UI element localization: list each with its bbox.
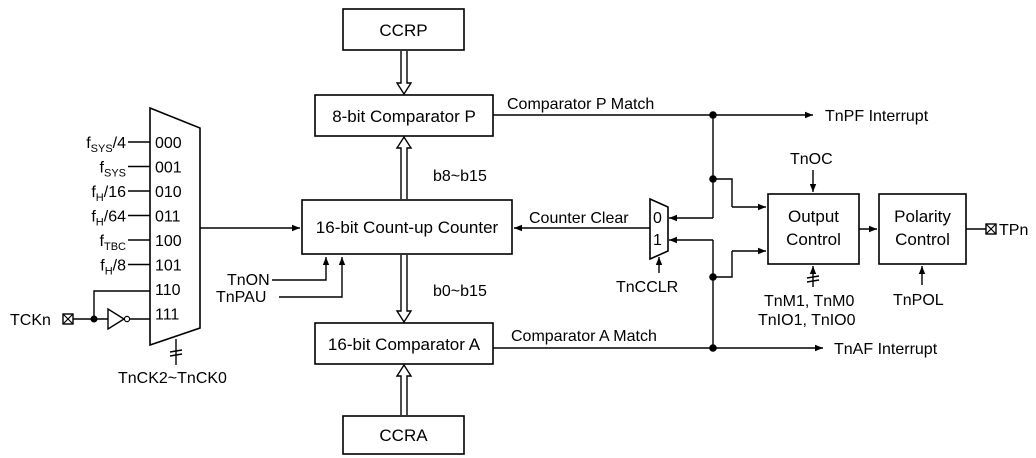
ccrp-block: CCRP xyxy=(342,8,465,51)
inverter-icon xyxy=(107,307,131,331)
mux-input-label-000: fSYS/4 xyxy=(86,135,126,155)
bus-ccrp-to-comparator-p xyxy=(395,51,413,96)
match-distribution-wires xyxy=(669,115,766,348)
tnm-label: TnM1, TnM0 xyxy=(764,293,855,310)
mux-code-000: 000 xyxy=(155,135,182,152)
ccra-block: CCRA xyxy=(342,415,465,455)
comparator-p-block: 8-bit Comparator P xyxy=(314,94,494,137)
polarity-control-block: Polarity Control xyxy=(878,193,967,265)
output-control-label-1: Output xyxy=(788,207,839,226)
tnoc-label: TnOC xyxy=(790,151,833,168)
tnccl-label: TnCCLR xyxy=(616,279,678,296)
counter-block: 16-bit Count-up Counter xyxy=(301,199,513,255)
mux-code-100: 100 xyxy=(155,233,182,250)
polarity-control-label-1: Polarity xyxy=(894,207,951,226)
junction-dot-a2 xyxy=(709,273,717,281)
clear-mux-input-0: 0 xyxy=(653,210,662,227)
output-control-label-2: Control xyxy=(786,230,841,249)
comparator-a-block: 16-bit Comparator A xyxy=(314,322,494,365)
junction-dot-p2 xyxy=(709,175,717,183)
comparator-p-label: 8-bit Comparator P xyxy=(332,107,476,126)
clock-mux-inputs: fSYS/4 000 fSYS 001 fH/16 010 fH/64 011 fTBC 100 f… xyxy=(86,135,182,324)
tnio-label: TnIO1, TnIO0 xyxy=(758,312,856,329)
tnm-select-line xyxy=(806,266,820,287)
mux-code-001: 001 xyxy=(155,160,182,177)
mux-code-010: 010 xyxy=(155,184,182,201)
tpn-pin-icon xyxy=(985,223,997,235)
bus-counter-to-comparator-p xyxy=(395,135,413,199)
ccra-label: CCRA xyxy=(379,426,428,445)
mux-input-label-101: fH/8 xyxy=(100,258,126,278)
mux-code-011: 011 xyxy=(155,209,181,226)
mux-input-label-011: fH/64 xyxy=(91,209,126,229)
bus-counter-to-comparator-a xyxy=(395,255,413,324)
mux-input-label-100: fTBC xyxy=(100,233,127,253)
tnpau-label: TnPAU xyxy=(216,289,266,306)
tckn-label: TCKn xyxy=(10,312,51,329)
tnon-arrow xyxy=(272,257,330,281)
junction-dot-a xyxy=(709,344,717,352)
mux-input-label-010: fH/16 xyxy=(91,184,126,204)
tnpf-interrupt-label: TnPF Interrupt xyxy=(825,108,929,125)
clock-source-mux xyxy=(149,106,201,347)
ccrp-label: CCRP xyxy=(379,21,427,40)
clock-select-label: TnCK2~TnCK0 xyxy=(118,370,227,387)
comparator-a-label: 16-bit Comparator A xyxy=(328,335,481,354)
counter-clear-label: Counter Clear xyxy=(529,210,629,227)
comp-a-match-label: Comparator A Match xyxy=(511,328,657,345)
counter-clear-mux xyxy=(649,197,669,261)
clear-mux-input-1: 1 xyxy=(653,232,662,249)
tpn-label: TPn xyxy=(999,222,1028,239)
tckn-pin-icon xyxy=(62,313,74,325)
mux-code-111: 111 xyxy=(155,307,179,324)
bus-label-b8-b15: b8~b15 xyxy=(433,168,487,185)
bus-label-b0-b15: b0~b15 xyxy=(433,283,487,300)
junction-dot-p xyxy=(709,111,717,119)
tnpau-arrow xyxy=(279,257,346,298)
comp-p-match-label: Comparator P Match xyxy=(507,96,654,113)
mux-code-101: 101 xyxy=(155,258,182,275)
polarity-control-label-2: Control xyxy=(895,230,950,249)
tnpol-label: TnPOL xyxy=(893,292,944,309)
mux-input-label-001: fSYS xyxy=(100,160,126,180)
bus-ccra-to-comparator-a xyxy=(395,363,413,415)
clock-select-line xyxy=(169,339,183,365)
tnaf-interrupt-label: TnAF Interrupt xyxy=(834,341,938,358)
output-control-block: Output Control xyxy=(767,193,860,265)
tckn-junction-dot xyxy=(90,315,98,323)
tnon-label: TnON xyxy=(227,272,270,289)
counter-label: 16-bit Count-up Counter xyxy=(316,218,499,237)
mux-code-110: 110 xyxy=(155,282,181,299)
